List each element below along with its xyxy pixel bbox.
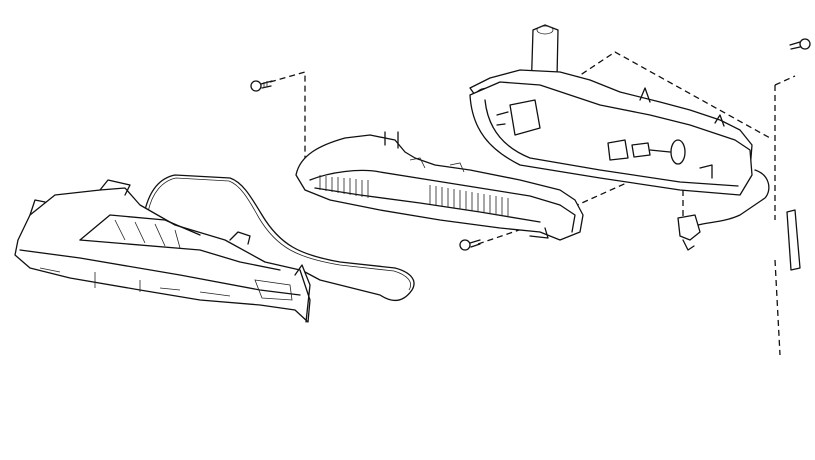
screw-right [789, 38, 811, 50]
housing-front [14, 179, 311, 323]
screw-left [250, 80, 273, 92]
connector-harness [677, 169, 770, 251]
lens-assembly [295, 131, 584, 241]
seal-strip [786, 209, 801, 271]
housing-rear [469, 24, 753, 196]
gasket-loop [144, 174, 415, 302]
screw-bottom [459, 239, 481, 251]
